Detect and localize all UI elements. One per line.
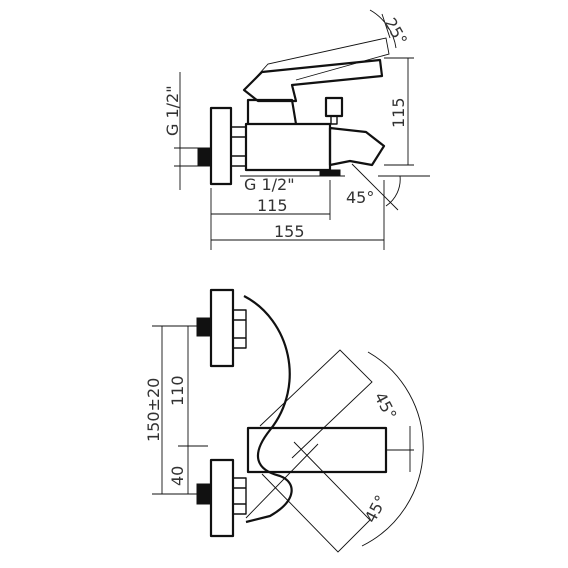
top-view xyxy=(196,288,424,553)
side-view xyxy=(197,37,390,186)
lever-angle-arc xyxy=(369,9,397,49)
spout-swivel-upper xyxy=(259,349,373,459)
wall-flange xyxy=(209,106,233,186)
outlet-thread xyxy=(319,169,341,177)
label-centers-lower: 40 xyxy=(168,466,187,486)
label-height-lever: 115 xyxy=(389,97,408,128)
side-view-dimensions: 25° 115 G 1/2" G 1/2" 45° 115 155 xyxy=(163,9,430,250)
label-thread-outlet: G 1/2" xyxy=(244,175,295,194)
upper-wall-flange xyxy=(209,288,235,368)
swivel-arc xyxy=(361,351,424,547)
inlet-nipple xyxy=(197,147,212,167)
label-thread-left: G 1/2" xyxy=(163,85,182,136)
label-swivel-lower: 45° xyxy=(361,492,391,526)
eccentric-nut xyxy=(230,126,247,167)
label-length-body: 115 xyxy=(257,196,288,215)
label-angle-lever: 25° xyxy=(381,15,412,49)
label-angle-outlet: 45° xyxy=(346,188,374,207)
diverter-knob xyxy=(324,96,344,118)
lower-wall-flange xyxy=(209,458,235,538)
diverter-stem xyxy=(330,115,338,125)
spout xyxy=(328,126,386,167)
label-centers-range: 150±20 xyxy=(144,378,163,442)
lever-handle-ghost xyxy=(249,37,390,85)
curved-body xyxy=(243,295,293,524)
top-view-dimensions: 150±20 110 40 45° 45° xyxy=(144,325,401,526)
label-centers-upper: 110 xyxy=(168,375,187,406)
cartridge-housing xyxy=(246,98,298,125)
spout-swivel-lower xyxy=(261,441,371,553)
faucet-body xyxy=(244,122,332,172)
lever-handle xyxy=(242,58,384,103)
label-length-total: 155 xyxy=(274,222,305,241)
label-swivel-upper: 45° xyxy=(370,389,400,423)
